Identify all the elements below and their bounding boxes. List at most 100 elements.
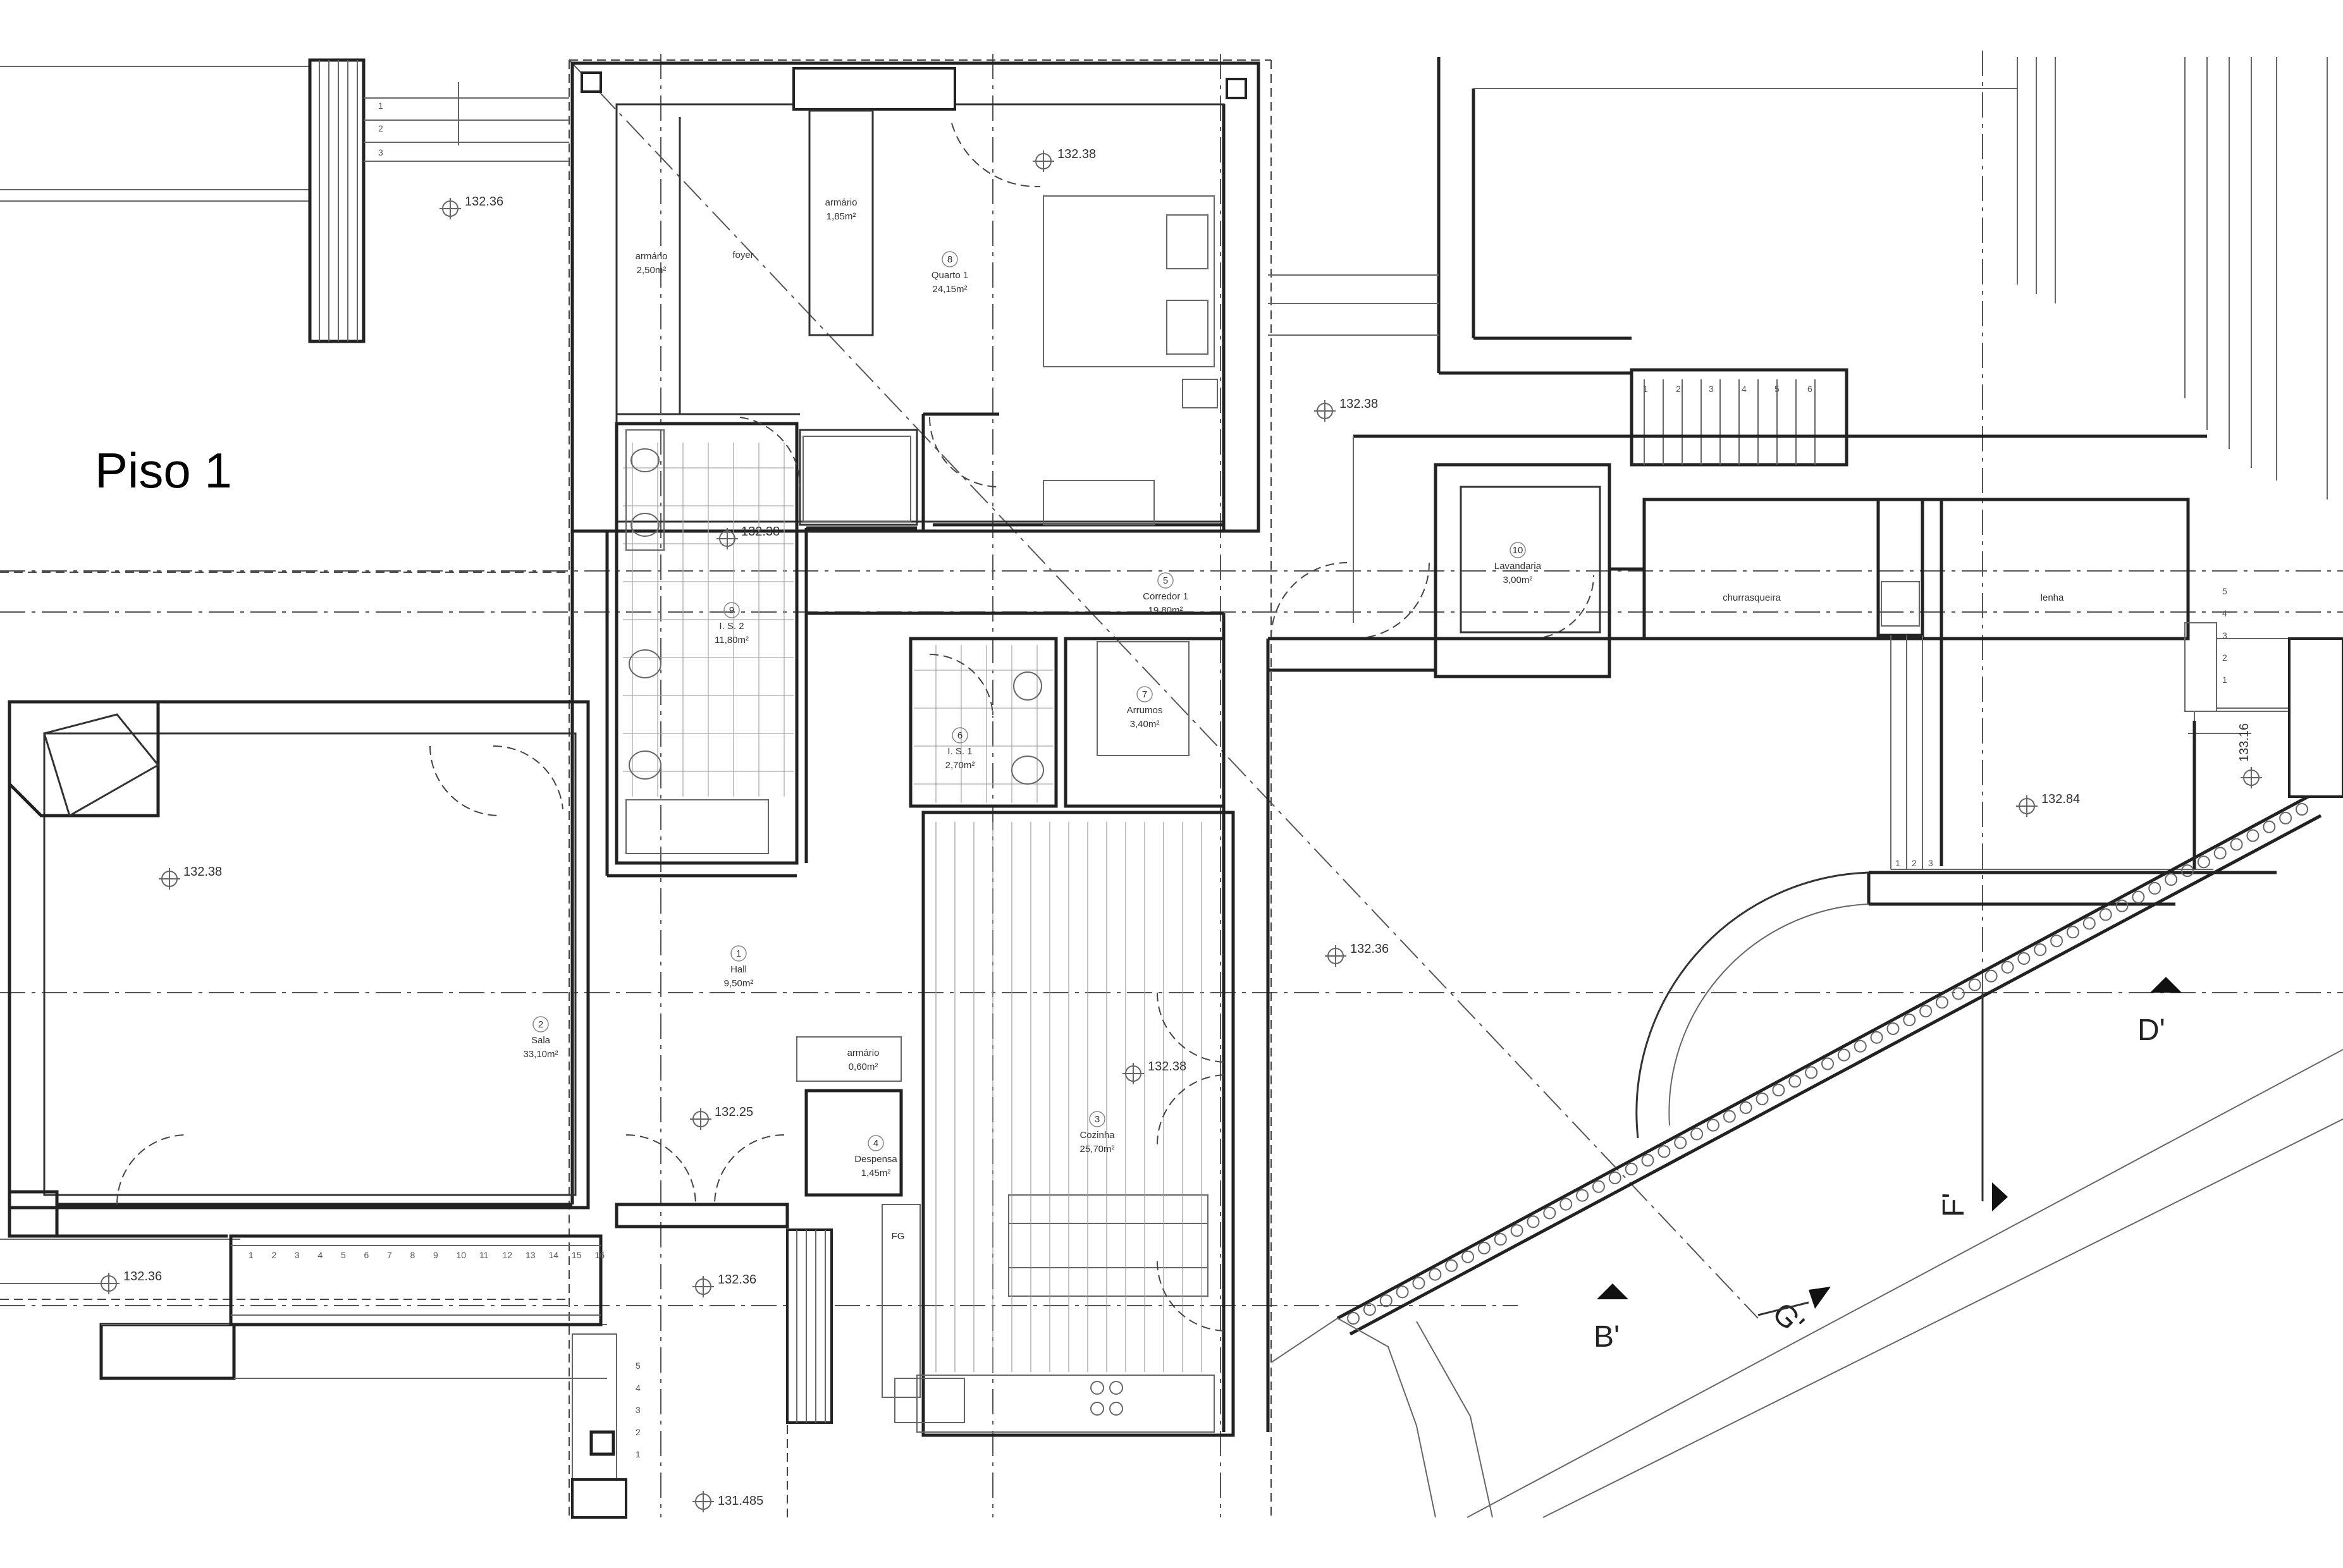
stair-step-label: 4 (1742, 384, 1747, 394)
slope-hole (1984, 969, 1998, 983)
section-markers: D' B' F' G' (1594, 977, 2182, 1354)
slope-hole (1690, 1127, 1704, 1141)
room-name: Quarto 1 (932, 270, 968, 281)
room-number: 2 (538, 1019, 543, 1030)
section-marker-d (2150, 977, 2182, 993)
stair-step-label: 2 (378, 123, 383, 133)
label-armario-hall: armário (847, 1048, 880, 1058)
slope-hole (2034, 943, 2047, 957)
stair-step-label: 2 (636, 1427, 641, 1437)
slope-hole (1870, 1031, 1883, 1044)
stair-step-label: 9 (433, 1250, 438, 1260)
room-area: 24,15m² (932, 284, 967, 295)
slope-hole (2180, 864, 2194, 878)
slope-hole (1706, 1118, 1719, 1132)
slope-hole (2132, 890, 2145, 903)
room-area: 33,10m² (523, 1049, 558, 1060)
stair-step-label: 16 (595, 1250, 605, 1260)
slope-hole (1429, 1268, 1442, 1281)
room-label-quarto: 8 Quarto 1 24,15m² (932, 251, 968, 295)
label-lenha: lenha (2041, 592, 2064, 603)
slope-hole (1837, 1048, 1850, 1062)
slope-hole (2279, 811, 2292, 824)
slope-hole (2050, 934, 2063, 948)
slope-hole (1379, 1294, 1393, 1308)
elevation-value: 132.36 (123, 1270, 162, 1283)
slope-hole (2099, 908, 2112, 921)
room-label-arrumos: 7 Arrumos 3,40m² (1127, 686, 1162, 730)
room-number: 10 (1513, 545, 1523, 556)
slope-hole (1608, 1171, 1621, 1184)
room-number: 3 (1095, 1114, 1100, 1125)
slope-hole (1952, 987, 1965, 1000)
stair-step-label: 3 (1709, 384, 1714, 394)
slope-hole (1592, 1180, 1605, 1193)
elevation-value: 132.84 (2041, 792, 2080, 806)
room-label-is1: 6 I. S. 1 2,70m² (945, 727, 975, 771)
slope-hole (2296, 803, 2308, 816)
room-area: 9,50m² (724, 978, 754, 989)
room-name: I. S. 2 (719, 621, 744, 632)
room-area: 25,70m² (1079, 1144, 1114, 1155)
stair-step-label: 2 (1912, 858, 1917, 868)
slope-hole (2017, 952, 2031, 965)
stair-step-label: 5 (1774, 384, 1780, 394)
stair-step-label: 1 (1643, 384, 1648, 394)
slope-holes (1347, 803, 2308, 1325)
door-swings (116, 123, 1594, 1332)
room-label-cozinha: 3 Cozinha 25,70m² (1079, 1111, 1115, 1155)
stair-step-label: 1 (378, 101, 383, 111)
room-label-is2: 9 I. S. 2 11,80m² (715, 602, 749, 646)
room-number: 9 (729, 605, 734, 616)
elevation-marker: 132.36 (440, 195, 503, 219)
label-churrasqueira: churrasqueira (1723, 592, 1781, 603)
room-area: 1,45m² (861, 1168, 891, 1179)
stair-step-label: 7 (387, 1250, 392, 1260)
stair-step-label: 4 (636, 1383, 641, 1393)
section-marker-g (1809, 1287, 1831, 1309)
room-name: Sala (531, 1035, 551, 1046)
slope-hole (1445, 1259, 1458, 1272)
slope-hole (1396, 1285, 1409, 1299)
slope-hole (1968, 978, 1981, 991)
bathroom-tiles (623, 443, 1053, 803)
slope-hole (1756, 1093, 1769, 1106)
elevation-marker: 132.38 (716, 525, 780, 549)
stair-step-label: 3 (636, 1405, 641, 1415)
slope-hole (1821, 1057, 1834, 1070)
stair-step-label: 1 (249, 1250, 254, 1260)
room-area: 3,00m² (1503, 575, 1533, 585)
room-labels: 1 Hall 9,50m² 2 Sala 33,10m² 3 Cozinha 2… (523, 197, 2064, 1242)
stair-step-label: 13 (526, 1250, 536, 1260)
slope-hole (2230, 838, 2243, 851)
slope-hole (1347, 1312, 1360, 1325)
room-number: 1 (736, 948, 741, 959)
room-label-corredor: 5 Corredor 1 19,80m² (1143, 572, 1188, 616)
stair-step-label: 3 (1928, 858, 1933, 868)
slope-hole (1625, 1163, 1638, 1176)
stair-step-label: 5 (2222, 586, 2227, 596)
slope-hole (1936, 996, 1949, 1009)
label-foyer: foyer (732, 250, 753, 260)
label-armario-foyer-area: 2,50m² (637, 265, 667, 276)
room-name: Corredor 1 (1143, 591, 1188, 602)
room-area: 3,40m² (1130, 719, 1160, 730)
slope-hole (2082, 917, 2096, 930)
slope-hole (1919, 1005, 1933, 1018)
stair-step-label: 14 (549, 1250, 559, 1260)
section-marker-b (1597, 1283, 1628, 1299)
stair-step-label: 4 (318, 1250, 323, 1260)
elevation-value: 133.16 (2237, 723, 2251, 762)
room-area: 2,70m² (945, 760, 975, 771)
slope-hole (1363, 1303, 1376, 1316)
room-number: 7 (1142, 689, 1147, 700)
room-number: 5 (1163, 575, 1168, 586)
stair-step-label: 5 (636, 1361, 641, 1371)
room-number: 4 (873, 1138, 878, 1149)
slope-hole (1854, 1039, 1867, 1053)
slope-hole (1657, 1145, 1671, 1158)
elevation-marker: 132.84 (2016, 792, 2080, 817)
stair-step-label: 3 (295, 1250, 300, 1260)
